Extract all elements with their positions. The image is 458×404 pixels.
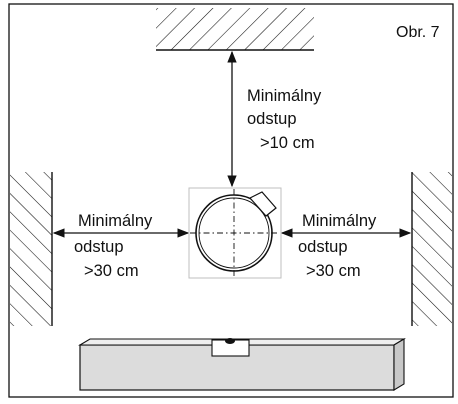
left-label-line1: Minimálny [78, 212, 153, 230]
top-label-line2: odstup [247, 110, 297, 128]
right-label-line2: odstup [298, 238, 348, 256]
floor-bar [78, 338, 406, 391]
right-wall [411, 172, 452, 326]
left-label-line3: >30 cm [84, 262, 139, 280]
device-circle [190, 189, 278, 277]
top-label-line1: Minimálny [247, 87, 322, 105]
top-label-line3: >10 cm [260, 134, 315, 152]
left-label-line2: odstup [74, 238, 124, 256]
left-wall [10, 172, 53, 326]
right-label-line3: >30 cm [306, 262, 361, 280]
right-label-line1: Minimálny [302, 212, 377, 230]
ceiling-wall [156, 8, 314, 51]
top-clearance-label: Minimálny odstup >10 cm [247, 87, 322, 152]
outer-frame [8, 3, 454, 398]
figure-label: Obr. 7 [396, 24, 440, 41]
right-clearance-label: Minimálny odstup >30 cm [298, 212, 377, 280]
left-clearance-label: Minimálny odstup >30 cm [74, 212, 153, 280]
